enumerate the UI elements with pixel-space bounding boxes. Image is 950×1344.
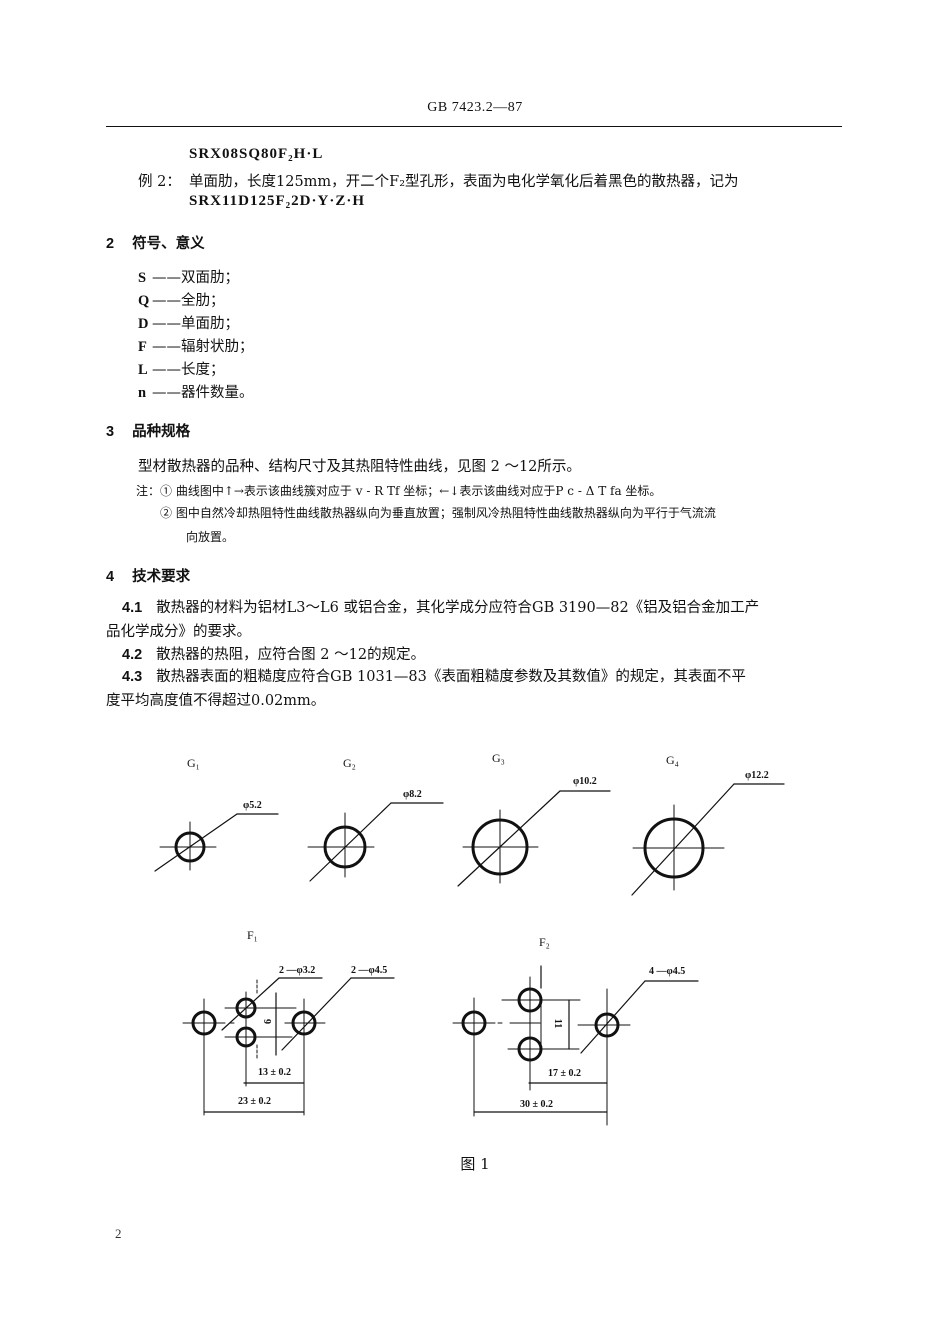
- f1-small-holes: 2 —φ3.2: [279, 965, 316, 976]
- symbol-meaning: ——辐射状肋；: [152, 339, 254, 355]
- document-header: GB 7423.2—87: [427, 100, 523, 115]
- symbol: F: [138, 339, 147, 355]
- symbol-item: Q——全肋；: [138, 289, 225, 310]
- example-2-label: 例 2：: [138, 174, 181, 190]
- item-4-2: 4.2 散热器的热阻，应符合图 2 ～12的规定。: [122, 643, 425, 664]
- section-title: 品种规格: [132, 423, 191, 440]
- f1-label: F₁: [247, 928, 258, 942]
- symbol-item: D——单面肋；: [138, 312, 239, 333]
- section-number: 2: [106, 236, 115, 252]
- symbol-meaning: ——双面肋；: [152, 270, 239, 286]
- example-2-text: 单面肋，长度125mm，开二个F₂型孔形，表面为电化学氧化后着黑色的散热器，记为: [189, 174, 739, 190]
- item-number: 4.1: [122, 600, 143, 616]
- item-text: 散热器的材料为铝材L3～L6 或铝合金，其化学成分应符合GB 3190—82《铝…: [156, 600, 760, 616]
- g4-label: G₄: [666, 753, 679, 767]
- item-4-3-line-1: 4.3 散热器表面的粗糙度应符合GB 1031—83《表面粗糙度参数及其数值》的规…: [122, 665, 746, 686]
- symbol-meaning: ——全肋；: [152, 293, 225, 309]
- f2-label: F₂: [539, 935, 550, 949]
- section-title: 符号、意义: [132, 235, 205, 252]
- note-1: ① 曲线图中↑→表示该曲线簇对应于 v - R Tf 坐标；←↓表示该曲线对应于…: [160, 484, 662, 498]
- symbol-item: F ——辐射状肋；: [138, 335, 254, 356]
- symbol: S: [138, 270, 147, 286]
- symbol-item: S ——双面肋；: [138, 266, 239, 287]
- note-label: 注：: [136, 484, 161, 498]
- item-4-3-line-2: 度平均高度值不得超过0.02mm。: [106, 693, 326, 709]
- f2-outer-dimension: 30 ± 0.2: [520, 1099, 553, 1110]
- header-rule: [106, 126, 842, 127]
- symbol-meaning: ——器件数量。: [152, 385, 254, 401]
- item-text: 散热器的热阻，应符合图 2 ～12的规定。: [156, 647, 426, 663]
- symbol-meaning: ——长度；: [152, 362, 225, 378]
- symbol: n: [138, 385, 147, 401]
- item-4-1-line-1: 4.1 散热器的材料为铝材L3～L6 或铝合金，其化学成分应符合GB 3190—8…: [122, 596, 759, 617]
- g2-label: G₂: [343, 756, 356, 770]
- f1-inner-dimension: 13 ± 0.2: [258, 1067, 291, 1078]
- page-number: 2: [115, 1226, 122, 1241]
- note-2-line-1: ② 图中自然冷却热阻特性曲线散热器纵向为垂直放置；强制风冷热阻特性曲线散热器纵向…: [160, 506, 716, 520]
- symbol-item: n ——器件数量。: [138, 381, 254, 402]
- g4-diameter: φ12.2: [745, 770, 769, 781]
- section-number: 3: [106, 424, 115, 440]
- figure-caption: 图 1: [460, 1155, 490, 1173]
- f2-holes: 4 —φ4.5: [649, 966, 686, 977]
- item-text: 散热器表面的粗糙度应符合GB 1031—83《表面粗糙度参数及其数值》的规定，其…: [156, 669, 746, 685]
- code-example-1: SRX08SQ80F₂H·L: [189, 146, 324, 162]
- code-example-2: SRX11D125F₂2D·Y·Z·H: [189, 193, 366, 209]
- g3-diameter: φ10.2: [573, 776, 597, 787]
- f2-inner-dimension: 17 ± 0.2: [548, 1068, 581, 1079]
- symbol-item: L——长度；: [138, 358, 225, 379]
- section-4-heading: 4 技术要求: [106, 565, 190, 586]
- section-2-heading: 2 符号、意义: [106, 232, 205, 253]
- f1-outer-dimension: 23 ± 0.2: [238, 1096, 271, 1107]
- item-number: 4.3: [122, 669, 143, 685]
- f1-large-holes: 2 —φ4.5: [351, 965, 388, 976]
- section-3-paragraph: 型材散热器的品种、结构尺寸及其热阻特性曲线，见图 2 ～12所示。: [138, 459, 581, 475]
- f1-vertical-spacing: 6: [263, 1019, 274, 1024]
- symbol: Q: [138, 293, 150, 309]
- symbol: L: [138, 362, 148, 378]
- symbol-meaning: ——单面肋；: [152, 316, 239, 332]
- item-number: 4.2: [122, 647, 143, 663]
- item-4-1-line-2: 品化学成分》的要求。: [106, 624, 251, 640]
- symbol: D: [138, 316, 149, 332]
- g2-diameter: φ8.2: [403, 789, 422, 800]
- f2-vertical-spacing: 11: [552, 1018, 564, 1029]
- section-title: 技术要求: [132, 568, 191, 585]
- section-3-heading: 3 品种规格: [106, 420, 190, 441]
- g3-label: G₃: [492, 751, 505, 765]
- g1-diameter: φ5.2: [243, 800, 262, 811]
- g1-label: G₁: [187, 756, 200, 770]
- section-number: 4: [106, 569, 115, 585]
- note-2-line-2: 向放置。: [186, 530, 235, 544]
